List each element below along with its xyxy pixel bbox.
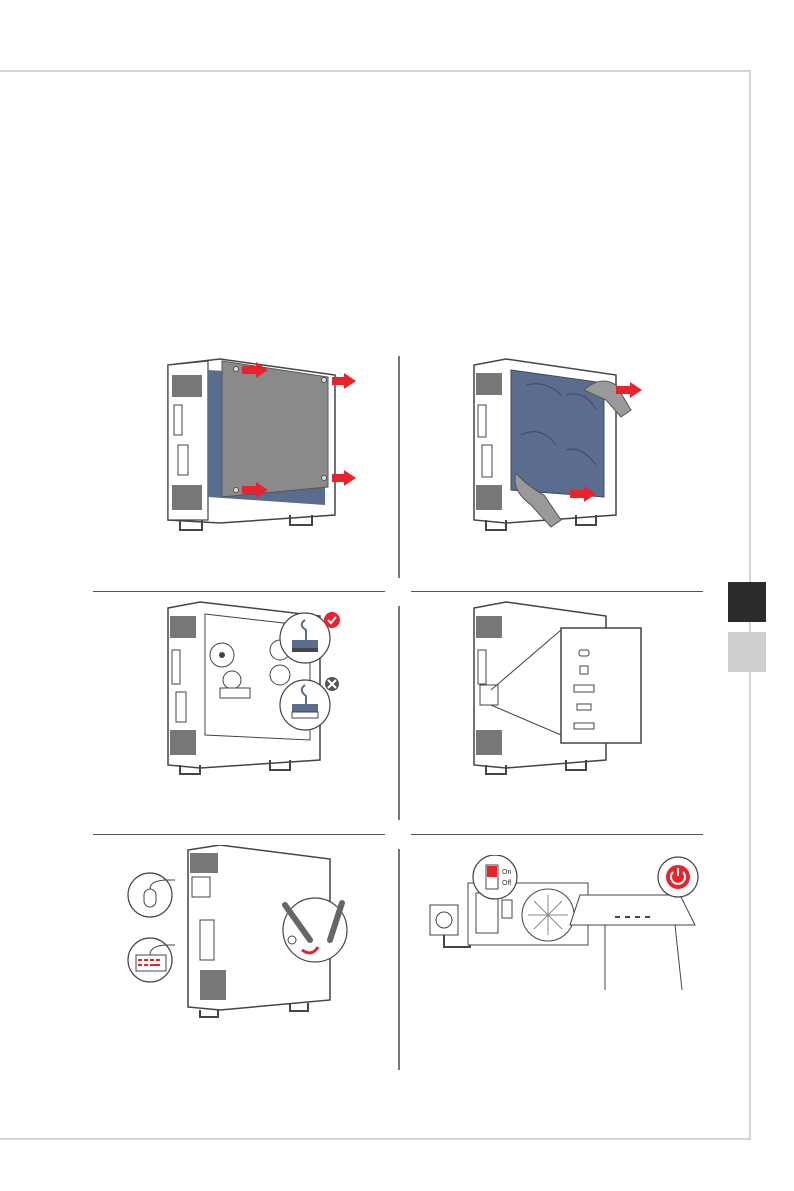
column-divider-2 [398, 606, 400, 820]
step-cable-connection-check [160, 600, 370, 780]
switch-off-label: Off [502, 880, 511, 887]
power-icon [666, 865, 690, 889]
switch-on-label: On [502, 869, 511, 876]
step-rear-io-ports [466, 600, 656, 780]
step-remove-protective-film [466, 355, 656, 540]
section-tab-active [728, 582, 766, 622]
section-tab-inactive [728, 632, 766, 672]
row-divider-1-left [93, 591, 385, 592]
check-badge-icon [324, 612, 340, 628]
column-divider-1 [398, 356, 400, 578]
page-frame-bottom [0, 1138, 751, 1140]
dvi-port [574, 685, 594, 692]
case-top [570, 895, 695, 925]
psu-switch [502, 900, 512, 918]
io-ports-callout [561, 628, 641, 743]
mini-displayport [580, 666, 588, 674]
step-remove-side-panel [160, 355, 360, 535]
page-frame-top [0, 70, 751, 72]
row-divider-1-right [411, 591, 703, 592]
row-divider-2-left [93, 834, 385, 835]
side-panel [222, 361, 328, 497]
vent-grille-bottom [172, 485, 202, 510]
io-port-cluster [480, 685, 498, 705]
column-divider-3 [398, 849, 400, 1070]
row-divider-2-right [411, 834, 703, 835]
rocker-switch-on [487, 866, 497, 877]
cross-badge-icon [325, 677, 339, 691]
usb-c-port [579, 650, 589, 656]
step-connect-peripherals-antenna [120, 845, 365, 1030]
hdmi-port [577, 704, 591, 710]
vent-grille [172, 375, 202, 397]
step-power-on: On Off [420, 855, 710, 995]
displayport-port [574, 723, 594, 729]
